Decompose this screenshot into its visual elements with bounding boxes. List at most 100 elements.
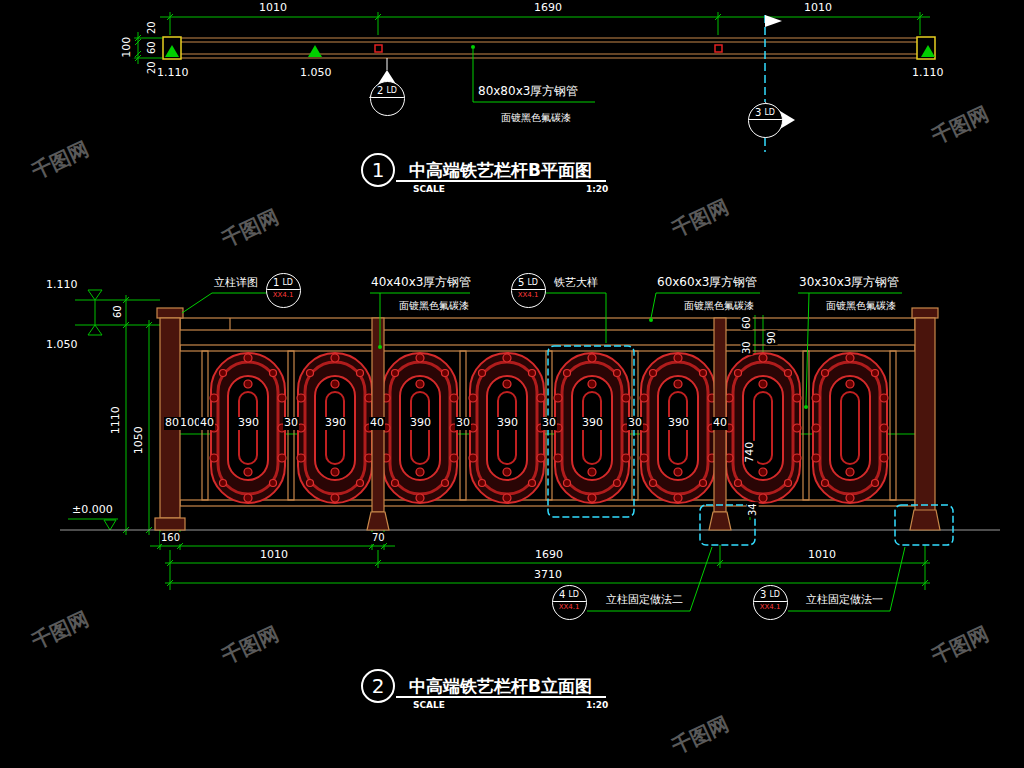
dimension-text: 390 xyxy=(581,417,604,430)
callout-top: 2LD xyxy=(371,82,404,99)
dimension-text: 1690 xyxy=(534,549,564,562)
annotation: 面镀黑色氟碳漆 xyxy=(500,112,572,124)
dimension-text: 1010 xyxy=(259,549,289,562)
dimension-text: 1.050 xyxy=(299,67,333,80)
dimension-text: 40 xyxy=(199,417,215,430)
watermark: 千图网 xyxy=(27,137,93,184)
dimension-text: 60 xyxy=(146,40,158,55)
watermark: 千图网 xyxy=(667,712,733,759)
detail-callout: 5LDXX4.1 xyxy=(511,273,546,308)
callout-bottom: XX4.1 xyxy=(512,290,545,307)
annotation: 面镀黑色氟碳漆 xyxy=(825,300,897,312)
dimension-text: 40 xyxy=(369,417,385,430)
dimension-text: 30 xyxy=(741,340,753,355)
callout-top: 4LD xyxy=(553,586,586,603)
dimension-text: 1.110 xyxy=(156,67,190,80)
dimension-text: 90 xyxy=(766,330,778,345)
dimension-text: 1010 xyxy=(807,549,837,562)
dimension-text: 160 xyxy=(160,532,181,544)
scale-note: SCALE xyxy=(412,700,446,710)
callout-bottom xyxy=(749,120,782,137)
watermark: 千图网 xyxy=(667,195,733,242)
section-mark: 2LD xyxy=(370,81,405,116)
watermark: 千图网 xyxy=(27,607,93,654)
sheet-ref: XX4.1 xyxy=(760,604,781,612)
watermark: 千图网 xyxy=(217,205,283,252)
dimension-text: 1.050 xyxy=(45,339,79,352)
dimension-text: 30 xyxy=(627,417,643,430)
dimension-text: 1010 xyxy=(803,2,833,15)
callout-bottom: XX4.1 xyxy=(267,290,300,307)
callout-number: 5 xyxy=(518,277,524,288)
sheet-code: LD xyxy=(568,591,579,600)
sheet-ref: XX4.1 xyxy=(559,604,580,612)
dimension-text: 70 xyxy=(371,532,386,544)
sheet-ref: XX4.1 xyxy=(518,292,539,300)
callout-top: 5LD xyxy=(512,274,545,291)
drawing-number: 2 xyxy=(361,669,395,703)
callout-number: 1 xyxy=(273,277,279,288)
annotation: 铁艺大样 xyxy=(553,277,599,290)
dimension-text: 1110 xyxy=(110,405,123,435)
dimension-text: ±0.000 xyxy=(71,504,114,517)
dimension-text: 20 xyxy=(146,20,158,35)
callout-bottom xyxy=(371,98,404,115)
sheet-code: LD xyxy=(764,109,775,118)
watermark: 千图网 xyxy=(927,622,993,669)
dimension-text: 390 xyxy=(667,417,690,430)
sheet-ref: XX4.1 xyxy=(273,292,294,300)
scale-note: 1:20 xyxy=(585,184,609,194)
annotation: 80x80x3厚方钢管 xyxy=(477,85,579,99)
sheet-code: LD xyxy=(386,87,397,96)
dimension-text: 390 xyxy=(496,417,519,430)
callout-number: 3 xyxy=(755,107,761,118)
callout-bottom: XX4.1 xyxy=(754,602,787,619)
callout-bottom: XX4.1 xyxy=(553,602,586,619)
dimension-text: 740 xyxy=(744,441,757,464)
detail-callout: 4LDXX4.1 xyxy=(552,585,587,620)
callout-number: 3 xyxy=(760,589,766,600)
detail-callout: 1LDXX4.1 xyxy=(266,273,301,308)
dimension-text: 390 xyxy=(237,417,260,430)
sheet-code: LD xyxy=(282,279,293,288)
sheet-code: LD xyxy=(527,279,538,288)
scale-note: 1:20 xyxy=(585,700,609,710)
detail-callout: 3LDXX4.1 xyxy=(753,585,788,620)
callout-number: 2 xyxy=(377,85,383,96)
dimension-text: 1.110 xyxy=(45,279,79,292)
dimension-text: 60 xyxy=(741,315,753,330)
annotation: 30x30x3厚方钢管 xyxy=(798,276,900,290)
section-mark: 3LD xyxy=(748,103,783,138)
dimension-text: 390 xyxy=(324,417,347,430)
annotation: 面镀黑色氟碳漆 xyxy=(398,300,470,312)
callout-top: 1LD xyxy=(267,274,300,291)
dimension-text: 1010 xyxy=(258,2,288,15)
annotation: 40x40x3厚方钢管 xyxy=(370,276,472,290)
dimension-text: 3710 xyxy=(533,569,563,582)
dimension-text: 1690 xyxy=(533,2,563,15)
dimension-text: 60 xyxy=(112,304,124,319)
watermark: 千图网 xyxy=(217,622,283,669)
callout-number: 4 xyxy=(559,589,565,600)
dimension-text: 34 xyxy=(747,502,759,517)
drawing-title: 中高端铁艺栏杆B平面图 xyxy=(409,159,592,182)
dimension-text: 40 xyxy=(712,417,728,430)
title-callout: 1中高端铁艺栏杆B平面图 xyxy=(361,153,592,187)
sheet-code: LD xyxy=(769,591,780,600)
callout-top: 3LD xyxy=(749,104,782,121)
annotation: 立柱固定做法一 xyxy=(805,594,884,607)
callout-top: 3LD xyxy=(754,586,787,603)
annotation: 面镀黑色氟碳漆 xyxy=(683,300,755,312)
drawing-title: 中高端铁艺栏杆B立面图 xyxy=(409,675,592,698)
annotation: 立柱详图 xyxy=(213,277,259,290)
dimension-text: 80 xyxy=(164,417,180,430)
dimension-text: 1050 xyxy=(133,425,146,455)
dimension-text: 100 xyxy=(121,36,134,59)
annotation: 60x60x3厚方钢管 xyxy=(656,276,758,290)
dimension-text: 30 xyxy=(283,417,299,430)
dimension-text: 390 xyxy=(409,417,432,430)
annotation: 立柱固定做法二 xyxy=(605,594,684,607)
title-callout: 2 中高端铁艺栏杆B立面图 xyxy=(361,669,592,703)
dimension-text: 30 xyxy=(455,417,471,430)
